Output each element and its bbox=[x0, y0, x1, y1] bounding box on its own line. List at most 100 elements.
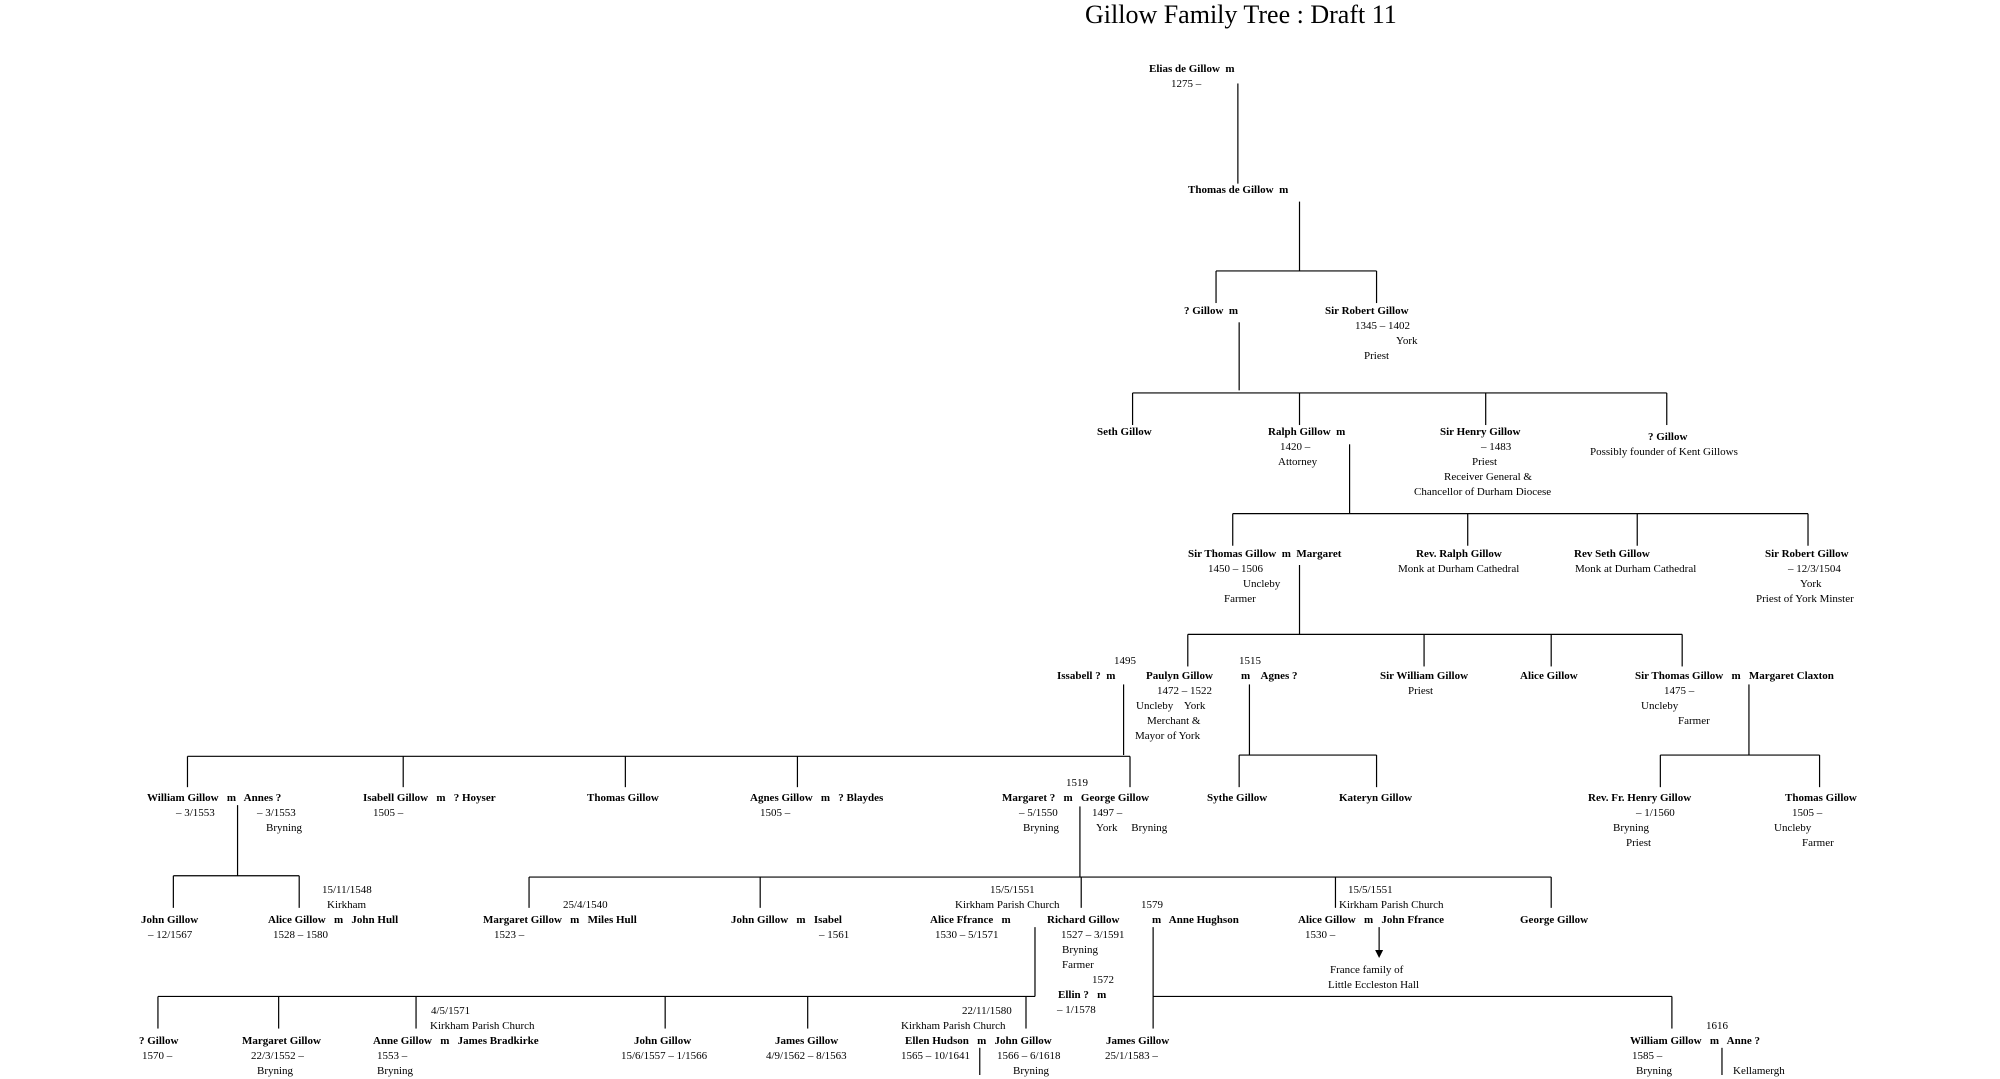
tree-label: 1579 bbox=[1141, 899, 1163, 911]
tree-label: Monk at Durham Cathedral bbox=[1575, 563, 1697, 575]
tree-label: 1566 – 6/1618 bbox=[997, 1050, 1061, 1062]
tree-label: Sir Henry Gillow bbox=[1440, 426, 1521, 438]
tree-label: 1530 – 5/1571 bbox=[935, 929, 999, 941]
tree-label: James Gillow bbox=[1106, 1035, 1170, 1047]
tree-label: Elias de Gillow m bbox=[1149, 63, 1235, 75]
tree-label: 1519 bbox=[1066, 777, 1088, 789]
tree-label: Ellin ? m bbox=[1058, 989, 1107, 1001]
tree-label: Thomas Gillow bbox=[587, 792, 659, 804]
tree-label: Rev Seth Gillow bbox=[1574, 548, 1650, 560]
tree-label: 25/4/1540 bbox=[563, 899, 608, 911]
tree-label: – 1/1560 bbox=[1636, 807, 1675, 819]
tree-label: Kirkham Parish Church bbox=[430, 1020, 535, 1032]
tree-label: m Anne Hughson bbox=[1152, 914, 1239, 926]
tree-label: 4/5/1571 bbox=[431, 1005, 471, 1017]
tree-label: Priest bbox=[1408, 685, 1434, 697]
tree-label: 15/5/1551 bbox=[1348, 884, 1393, 896]
tree-label: 1515 bbox=[1239, 655, 1261, 667]
tree-label: 22/3/1552 – bbox=[251, 1050, 304, 1062]
tree-label: Sir Robert Gillow bbox=[1765, 548, 1849, 560]
tree-label: ? Gillow m bbox=[1184, 305, 1239, 317]
tree-label: – 12/1567 bbox=[148, 929, 193, 941]
tree-label: 25/1/1583 – bbox=[1105, 1050, 1158, 1062]
tree-label: ? Gillow bbox=[139, 1035, 179, 1047]
tree-label: Thomas de Gillow m bbox=[1188, 184, 1289, 196]
tree-label: Issabell ? m bbox=[1057, 670, 1116, 682]
tree-label: 1616 bbox=[1706, 1020, 1728, 1032]
tree-label: ? Gillow bbox=[1648, 431, 1688, 443]
diagram-title: Gillow Family Tree : Draft 11 bbox=[1085, 0, 1397, 29]
tree-label: York bbox=[1800, 578, 1822, 590]
tree-label: Margaret Gillow bbox=[242, 1035, 321, 1047]
tree-label: Kateryn Gillow bbox=[1339, 792, 1413, 804]
tree-label: Seth Gillow bbox=[1097, 426, 1152, 438]
tree-label: Sir William Gillow bbox=[1380, 670, 1469, 682]
tree-label: Alice Ffrance m bbox=[930, 914, 1011, 926]
tree-label: Kellamergh bbox=[1733, 1065, 1785, 1077]
tree-label: Kirkham Parish Church bbox=[1339, 899, 1444, 911]
tree-label: – 1483 bbox=[1481, 441, 1512, 453]
tree-label: 4/9/1562 – 8/1563 bbox=[766, 1050, 847, 1062]
tree-label: Thomas Gillow bbox=[1785, 792, 1857, 804]
tree-label: 15/5/1551 bbox=[990, 884, 1035, 896]
tree-label: William Gillow m Annes ? bbox=[147, 792, 282, 804]
tree-label: Bryning bbox=[1613, 822, 1650, 834]
tree-label: Chancellor of Durham Diocese bbox=[1414, 486, 1552, 498]
tree-label: Uncleby bbox=[1641, 700, 1679, 712]
tree-label: Rev. Ralph Gillow bbox=[1416, 548, 1502, 560]
tree-label: 1572 bbox=[1092, 974, 1114, 986]
arrowhead-icon bbox=[1375, 949, 1384, 958]
tree-label: Margaret Gillow m Miles Hull bbox=[483, 914, 637, 926]
tree-label: – 1561 bbox=[819, 929, 850, 941]
tree-label: Kirkham Parish Church bbox=[955, 899, 1060, 911]
tree-label: Sir Thomas Gillow m Margaret Claxton bbox=[1635, 670, 1834, 682]
tree-label: Alice Gillow m John Ffrance bbox=[1298, 914, 1445, 926]
tree-label: Attorney bbox=[1278, 456, 1318, 468]
tree-label: 1472 – 1522 bbox=[1157, 685, 1212, 697]
tree-label: John Gillow m Isabel bbox=[731, 914, 842, 926]
tree-label: Paulyn Gillow bbox=[1146, 670, 1213, 682]
tree-label: George Gillow bbox=[1520, 914, 1589, 926]
tree-label: Alice Gillow bbox=[1520, 670, 1578, 682]
tree-label: Farmer bbox=[1802, 837, 1834, 849]
tree-label: William Gillow m Anne ? bbox=[1630, 1035, 1760, 1047]
tree-label: Bryning bbox=[1023, 822, 1060, 834]
tree-label: Priest bbox=[1472, 456, 1498, 468]
tree-label: 1505 – bbox=[373, 807, 404, 819]
tree-label: Ralph Gillow m bbox=[1268, 426, 1346, 438]
tree-label: – 3/1553 bbox=[257, 807, 296, 819]
tree-label: Alice Gillow m John Hull bbox=[268, 914, 399, 926]
tree-label: Anne Gillow m James Bradkirke bbox=[373, 1035, 539, 1047]
tree-label: Merchant & bbox=[1147, 715, 1201, 727]
tree-label: James Gillow bbox=[775, 1035, 839, 1047]
tree-label: m Agnes ? bbox=[1241, 670, 1298, 682]
tree-label: 1345 – 1402 bbox=[1355, 320, 1410, 332]
tree-label: 1497 – bbox=[1092, 807, 1123, 819]
tree-label: Receiver General & bbox=[1444, 471, 1532, 483]
tree-label: 1530 – bbox=[1305, 929, 1336, 941]
tree-label: Uncleby York bbox=[1136, 700, 1206, 712]
tree-label: 1585 – bbox=[1632, 1050, 1663, 1062]
tree-label: – 1/1578 bbox=[1057, 1004, 1096, 1016]
tree-label: Kirkham Parish Church bbox=[901, 1020, 1006, 1032]
tree-label: Sir Thomas Gillow m Margaret bbox=[1188, 548, 1342, 560]
tree-label: 1475 – bbox=[1664, 685, 1695, 697]
tree-label: Isabell Gillow m ? Hoyser bbox=[363, 792, 496, 804]
tree-label: 1523 – bbox=[494, 929, 525, 941]
tree-label: 22/11/1580 bbox=[962, 1005, 1012, 1017]
tree-label: Sythe Gillow bbox=[1207, 792, 1268, 804]
tree-label: 1570 – bbox=[142, 1050, 173, 1062]
tree-label: Priest bbox=[1364, 350, 1390, 362]
tree-label: John Gillow bbox=[634, 1035, 692, 1047]
tree-label: 1450 – 1506 bbox=[1208, 563, 1263, 575]
tree-label: Priest of York Minster bbox=[1756, 593, 1854, 605]
tree-label: Possibly founder of Kent Gillows bbox=[1590, 446, 1738, 458]
tree-label: 1275 – bbox=[1171, 78, 1202, 90]
tree-label: 15/6/1557 – 1/1566 bbox=[621, 1050, 708, 1062]
tree-label: Kirkham bbox=[327, 899, 367, 911]
tree-label: France family of bbox=[1330, 964, 1404, 976]
tree-label: Farmer bbox=[1224, 593, 1256, 605]
tree-label: 1505 – bbox=[1792, 807, 1823, 819]
tree-label: 1495 bbox=[1114, 655, 1136, 667]
tree-label: York Bryning bbox=[1096, 822, 1168, 834]
